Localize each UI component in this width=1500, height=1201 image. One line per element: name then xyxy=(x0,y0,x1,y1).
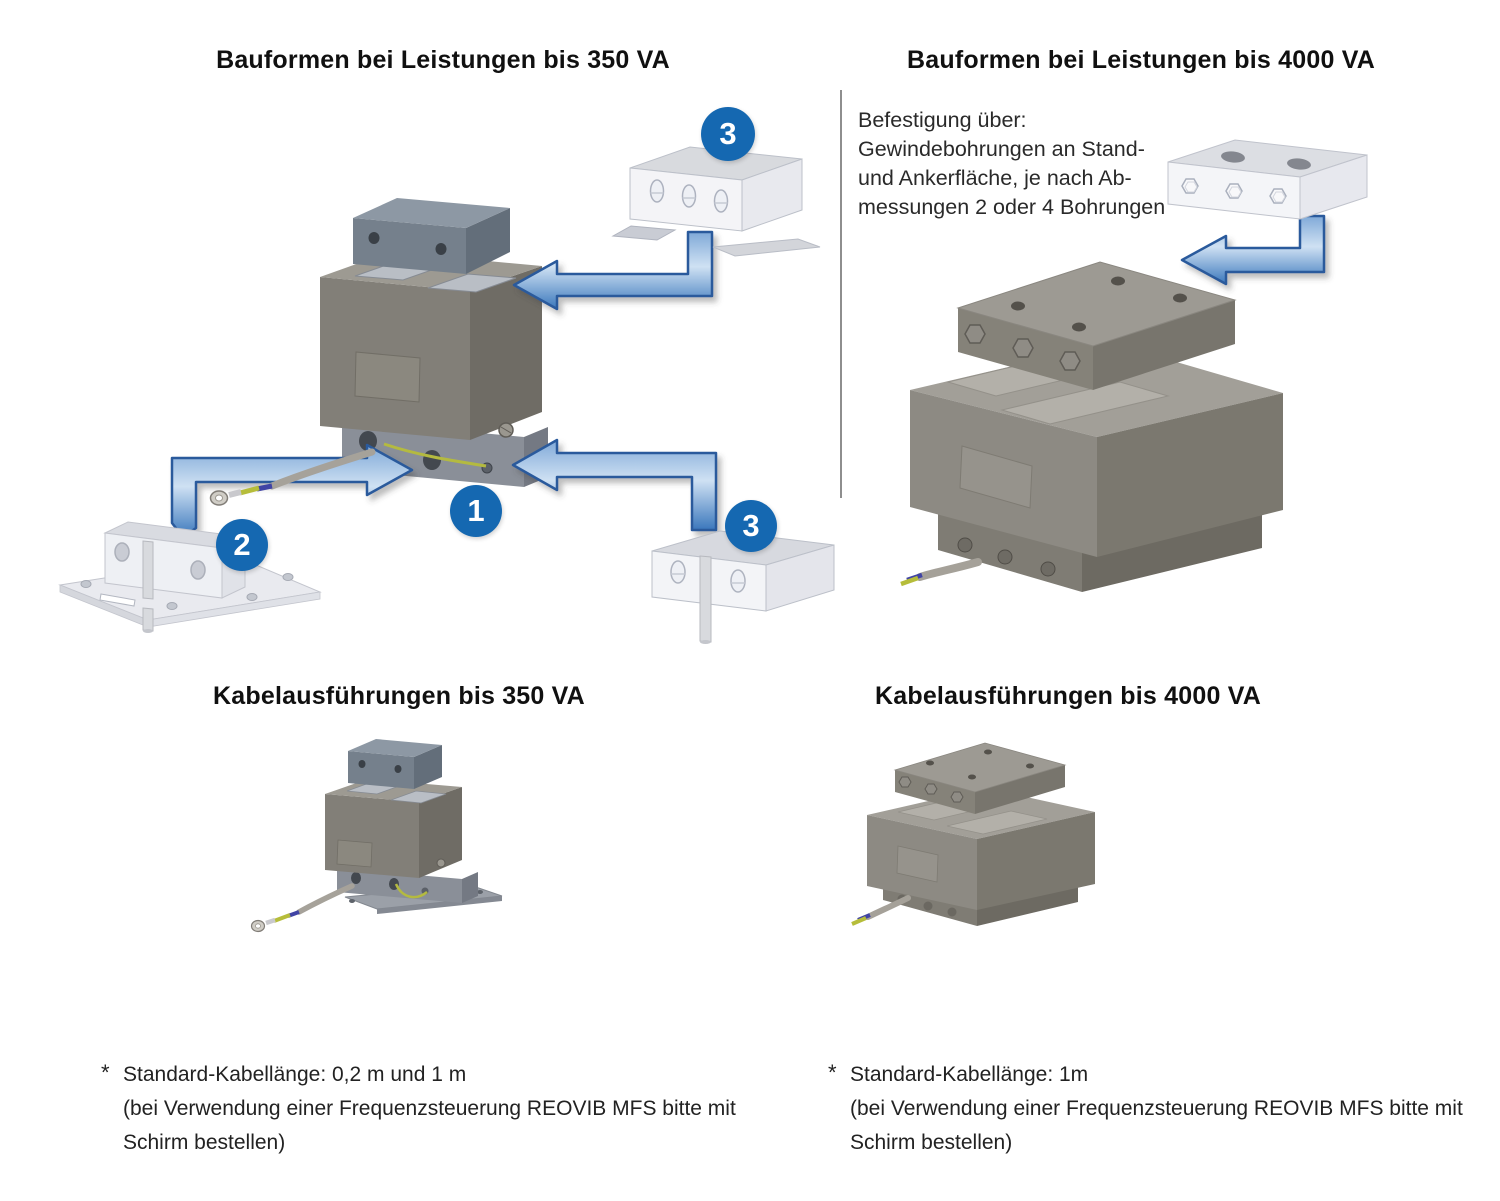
magnet-4000-body xyxy=(910,343,1283,592)
callout-badge-3-top: 3 xyxy=(701,107,755,161)
mounting-note: Befestigung über: Gewindebohrungen an St… xyxy=(858,106,1165,222)
kabel-350-cable xyxy=(250,883,355,933)
mounting-note-line: messungen 2 oder 4 Bohrungen xyxy=(858,195,1166,219)
kabel-350-illustration xyxy=(250,739,503,933)
callout-badge-3-right: 3 xyxy=(725,500,777,552)
section-title-bauformen-4000: Bauformen bei Leistungen bis 4000 VA xyxy=(907,46,1375,74)
magnet-350-anchor-block xyxy=(353,198,510,274)
mounting-note-line: Befestigung über: xyxy=(858,108,1027,132)
mounting-note-line: und Ankerfläche, je nach Ab- xyxy=(858,166,1132,190)
callout-badge-1: 1 xyxy=(450,485,502,537)
kabel-4000-illustration xyxy=(851,742,1095,926)
clamp-block-side xyxy=(651,530,835,644)
section-title-kabel-350: Kabelausführungen bis 350 VA xyxy=(213,682,585,710)
footnote-line: Standard-Kabellänge: 1m xyxy=(850,1063,1089,1086)
footnote-line: Schirm bestellen) xyxy=(123,1131,286,1154)
bracket-rod-upper xyxy=(142,540,154,600)
type-label-recess xyxy=(354,351,421,403)
clamp-rod xyxy=(699,555,712,643)
bracket-slot xyxy=(99,593,136,607)
kabel-4000-cable xyxy=(851,895,911,926)
clamp-block-4000 xyxy=(1167,139,1368,220)
footnote-line: (bei Verwendung einer Frequenzsteuerung … xyxy=(850,1097,1463,1120)
magnet-350-cable xyxy=(209,448,376,506)
type-label-recess xyxy=(959,445,1033,509)
footnote-line: Standard-Kabellänge: 0,2 m und 1 m xyxy=(123,1063,467,1086)
arrow-left-bracket xyxy=(170,443,414,539)
mounting-note-line: Gewindebohrungen an Stand- xyxy=(858,137,1145,161)
section-title-bauformen-350: Bauformen bei Leistungen bis 350 VA xyxy=(216,46,670,74)
mounting-bracket xyxy=(58,521,322,633)
footnote-marker: * xyxy=(101,1060,110,1085)
callout-badge-2: 2 xyxy=(216,519,268,571)
magnet-4000-top-plate xyxy=(956,261,1237,390)
magnet-4000-exploded-view xyxy=(900,139,1368,592)
clamp-block-top xyxy=(611,146,821,257)
ground-wire xyxy=(394,883,428,899)
type-label-recess xyxy=(336,839,373,868)
footnote-350: * Standard-Kabellänge: 0,2 m und 1 m (be… xyxy=(101,1058,736,1160)
arrow-right-clamp xyxy=(511,438,718,532)
footnote-marker: * xyxy=(828,1060,837,1085)
footnote-line: Schirm bestellen) xyxy=(850,1131,1013,1154)
ground-wire xyxy=(383,442,487,468)
footnote-line: (bei Verwendung einer Frequenzsteuerung … xyxy=(123,1097,736,1120)
arrow-4000-clamp xyxy=(1180,214,1326,286)
footnote-4000: * Standard-Kabellänge: 1m (bei Verwendun… xyxy=(828,1058,1463,1160)
arrow-top-clamp xyxy=(512,230,714,311)
kabel-4000-top-plate xyxy=(893,742,1067,814)
type-label-recess xyxy=(896,845,939,883)
magnet-4000-cable xyxy=(900,558,982,587)
magnet-350-exploded-view xyxy=(58,146,835,644)
section-title-kabel-4000: Kabelausführungen bis 4000 VA xyxy=(875,682,1261,710)
bracket-rod-lower xyxy=(142,607,154,632)
